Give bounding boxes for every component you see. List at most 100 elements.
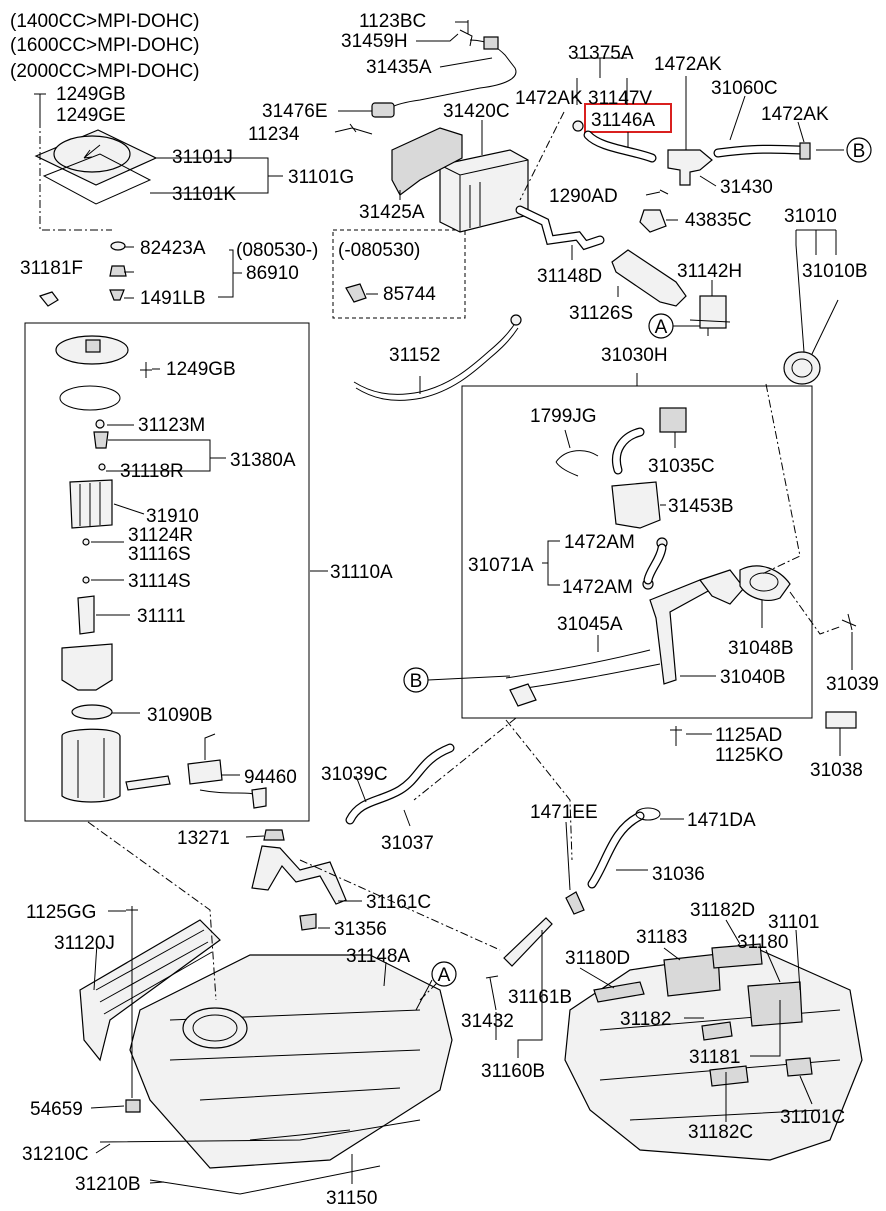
label-31039: 31039: [826, 674, 879, 695]
label-13271: 13271: [177, 828, 230, 849]
bolt-1290AD: [659, 189, 669, 195]
bolt-11234: [349, 123, 373, 135]
bolt-1125GG: [126, 906, 138, 1098]
regulator-31380A: [93, 431, 109, 449]
label-31356: 31356: [334, 919, 387, 940]
pad-31180D: [593, 981, 645, 1003]
pipe-31040B: [649, 579, 711, 685]
reference-lines: [39, 111, 843, 1001]
clip-1123BC: [459, 20, 473, 47]
label-31037: 31037: [381, 833, 434, 854]
label-31182C: 31182C: [688, 1122, 753, 1143]
label-31101G: 31101G: [288, 167, 354, 188]
label-1125KO: 1125KO: [715, 745, 783, 766]
sender-94460: [187, 759, 223, 785]
filter-31910: [69, 479, 113, 529]
label-31183: 31183: [636, 927, 687, 948]
label-31123M: 31123M: [138, 415, 205, 436]
part-31356: [299, 913, 317, 931]
label-1799JG: 1799JG: [530, 406, 597, 427]
pump-ring: [59, 385, 121, 411]
label-31118R: 31118R: [120, 461, 184, 482]
fuel-cap-inner: [791, 358, 813, 378]
label-31453B: 31453B: [668, 496, 734, 517]
callout-A-mid: A: [648, 313, 674, 339]
clip-1799JG: [555, 450, 599, 477]
connector-31430: [667, 149, 713, 186]
label-94460: 94460: [244, 767, 297, 788]
clamp-1472AK-a: [572, 120, 584, 132]
label-31060C: 31060C: [711, 78, 778, 99]
label-31071A: 31071A: [468, 555, 534, 576]
bracket-43835C: [639, 209, 667, 233]
label-31148A: 31148A: [346, 946, 410, 967]
label-31146A: 31146A: [591, 110, 655, 131]
label-31010B: 31010B: [802, 261, 868, 282]
nut-86910: [109, 265, 127, 277]
label-31142H: 31142H: [677, 261, 742, 282]
label-1249GB-b: 1249GB: [166, 359, 236, 380]
label-1491LB: 1491LB: [140, 288, 206, 309]
part-31038-pad: [825, 711, 857, 729]
label-31435A: 31435A: [366, 57, 432, 78]
sender-94460-float: [251, 787, 267, 809]
neck-top: [699, 569, 745, 605]
label-31182D: 31182D: [690, 900, 755, 921]
pad-31101C: [785, 1057, 813, 1077]
label-31476E: 31476E: [262, 101, 328, 122]
label-1472AK-b: 1472AK: [654, 54, 722, 75]
label-1249GE: 1249GE: [56, 105, 126, 126]
label-31420C: 31420C: [443, 101, 510, 122]
gasket-31101K: [42, 153, 152, 205]
label-31110A: 31110A: [330, 562, 393, 583]
housing-31048B: [739, 565, 791, 601]
valve-31035C: [659, 407, 687, 433]
label-31038: 31038: [810, 760, 863, 781]
clip-31181F: [38, 291, 59, 307]
label-31036: 31036: [652, 864, 705, 885]
callout-B-top: B: [846, 137, 872, 163]
pad-31180: [747, 981, 803, 1027]
bolt-1125AD: [670, 726, 682, 746]
callout-B-top-text: B: [853, 141, 866, 162]
label-31910: 31910: [146, 506, 199, 527]
label-31126S: 31126S: [569, 303, 633, 324]
clip-85744: [345, 283, 367, 303]
label-31161B: 31161B: [508, 987, 572, 1008]
label-43835C: 43835C: [685, 210, 752, 231]
label-1472AK-a: 1472AK: [515, 88, 583, 109]
valve-31453B: [611, 481, 661, 529]
seal-82423A: [110, 241, 126, 251]
bracket-31425A: [391, 127, 463, 196]
label-31161C: 31161C: [366, 892, 431, 913]
labels: (1400CC>MPI-DOHC) (1600CC>MPI-DOHC) (200…: [10, 11, 879, 1209]
label-31180D: 31180D: [565, 948, 630, 969]
jet-tube: [125, 775, 171, 791]
pipe-31045A-upper: [505, 649, 651, 679]
variant-1600cc: (1600CC>MPI-DOHC): [10, 35, 200, 56]
clamp-1471DA: [635, 807, 661, 821]
oring-31114S: [82, 576, 90, 584]
label-date-080530-b: (-080530): [338, 240, 420, 261]
pad-31182D: [711, 943, 763, 969]
label-31181F: 31181F: [20, 258, 83, 279]
fuel-tank-opening-inner: [192, 1014, 238, 1042]
reservoir: [61, 728, 121, 803]
heat-shield-ribs: [95, 929, 213, 1015]
pump-flange-connector: [85, 339, 101, 353]
label-1472AM-b: 1472AM: [562, 577, 633, 598]
screw-1249GB-b: [140, 362, 152, 378]
bolt-1491LB: [109, 289, 125, 301]
label-31111: 31111: [137, 606, 186, 627]
label-1471DA: 1471DA: [687, 810, 756, 831]
label-31116S: 31116S: [128, 544, 191, 565]
callout-A-bottom-text: A: [438, 965, 451, 986]
label-31040B: 31040B: [720, 667, 786, 688]
label-31181: 31181: [689, 1047, 740, 1068]
label-31010: 31010: [784, 206, 837, 227]
label-86910: 86910: [246, 263, 299, 284]
label-31425A: 31425A: [359, 202, 425, 223]
part-31432: [485, 975, 499, 1011]
label-31459H: 31459H: [341, 31, 408, 52]
label-31101J: 31101J: [172, 147, 233, 168]
